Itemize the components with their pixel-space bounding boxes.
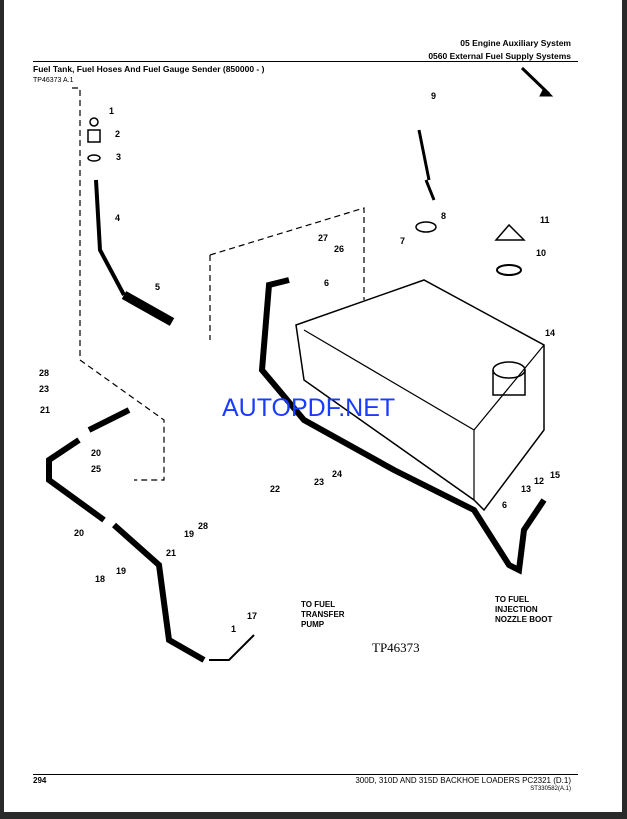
parts-diagram: [46, 66, 554, 663]
callout-20b: 20: [74, 528, 85, 538]
callout-28b: 28: [198, 521, 209, 531]
callout-24: 24: [332, 469, 343, 479]
callout-18: 18: [95, 574, 106, 584]
page-number: 294: [33, 776, 47, 785]
note-line: TO FUEL: [301, 600, 336, 609]
note-line: NOZZLE BOOT: [495, 615, 553, 624]
page-title: Fuel Tank, Fuel Hoses And Fuel Gauge Sen…: [33, 64, 265, 74]
callout-27: 27: [318, 233, 329, 243]
callout-2: 2: [115, 129, 121, 139]
callout-13: 13: [521, 484, 532, 494]
callout-4: 4: [115, 213, 121, 223]
note-line: TRANSFER: [301, 610, 345, 619]
group-title: 0560 External Fuel Supply Systems: [428, 51, 571, 61]
footer-rule: [33, 774, 578, 775]
note-line: INJECTION: [495, 605, 538, 614]
callout-23b: 23: [314, 477, 325, 487]
callout-9: 9: [431, 91, 437, 101]
callout-19b: 19: [116, 566, 127, 576]
callout-10: 10: [536, 248, 547, 258]
callout-19: 19: [184, 529, 195, 539]
note-line: PUMP: [301, 620, 325, 629]
note-line: TO FUEL: [495, 595, 530, 604]
callout-8: 8: [441, 211, 447, 221]
callout-20: 20: [91, 448, 102, 458]
section-title: 05 Engine Auxiliary System: [460, 38, 571, 48]
callout-21: 21: [40, 405, 51, 415]
callout-6b: 6: [502, 500, 508, 510]
callout-12: 12: [534, 476, 545, 486]
callout-26: 26: [334, 244, 345, 254]
callout-7: 7: [400, 236, 406, 246]
figure-ref: TP46373 A.1: [33, 77, 74, 84]
watermark: AUTOPDF.NET: [222, 394, 396, 422]
note-injection: TO FUEL INJECTION NOZZLE BOOT: [495, 595, 552, 625]
callout-25: 25: [91, 464, 102, 474]
callout-21b: 21: [166, 548, 177, 558]
callout-3: 3: [116, 152, 122, 162]
callout-14: 14: [545, 328, 556, 338]
callout-15: 15: [550, 470, 561, 480]
callout-6: 6: [324, 278, 330, 288]
callout-23: 23: [39, 384, 50, 394]
figure-label: TP46373: [372, 640, 420, 655]
callout-22: 22: [270, 484, 281, 494]
callout-17: 17: [247, 611, 258, 621]
page: 05 Engine Auxiliary System 0560 External…: [4, 0, 622, 812]
callout-1b: 1: [231, 624, 237, 634]
document-code: ST330582(A.1): [530, 786, 571, 792]
book-title: 300D, 310D AND 315D BACKHOE LOADERS PC23…: [355, 776, 571, 785]
note-transfer-pump: TO FUEL TRANSFER PUMP: [301, 600, 345, 630]
callout-5: 5: [155, 282, 161, 292]
header-rule: [33, 61, 578, 62]
callout-1: 1: [109, 106, 115, 116]
callout-28: 28: [39, 368, 50, 378]
callout-11: 11: [540, 215, 550, 225]
